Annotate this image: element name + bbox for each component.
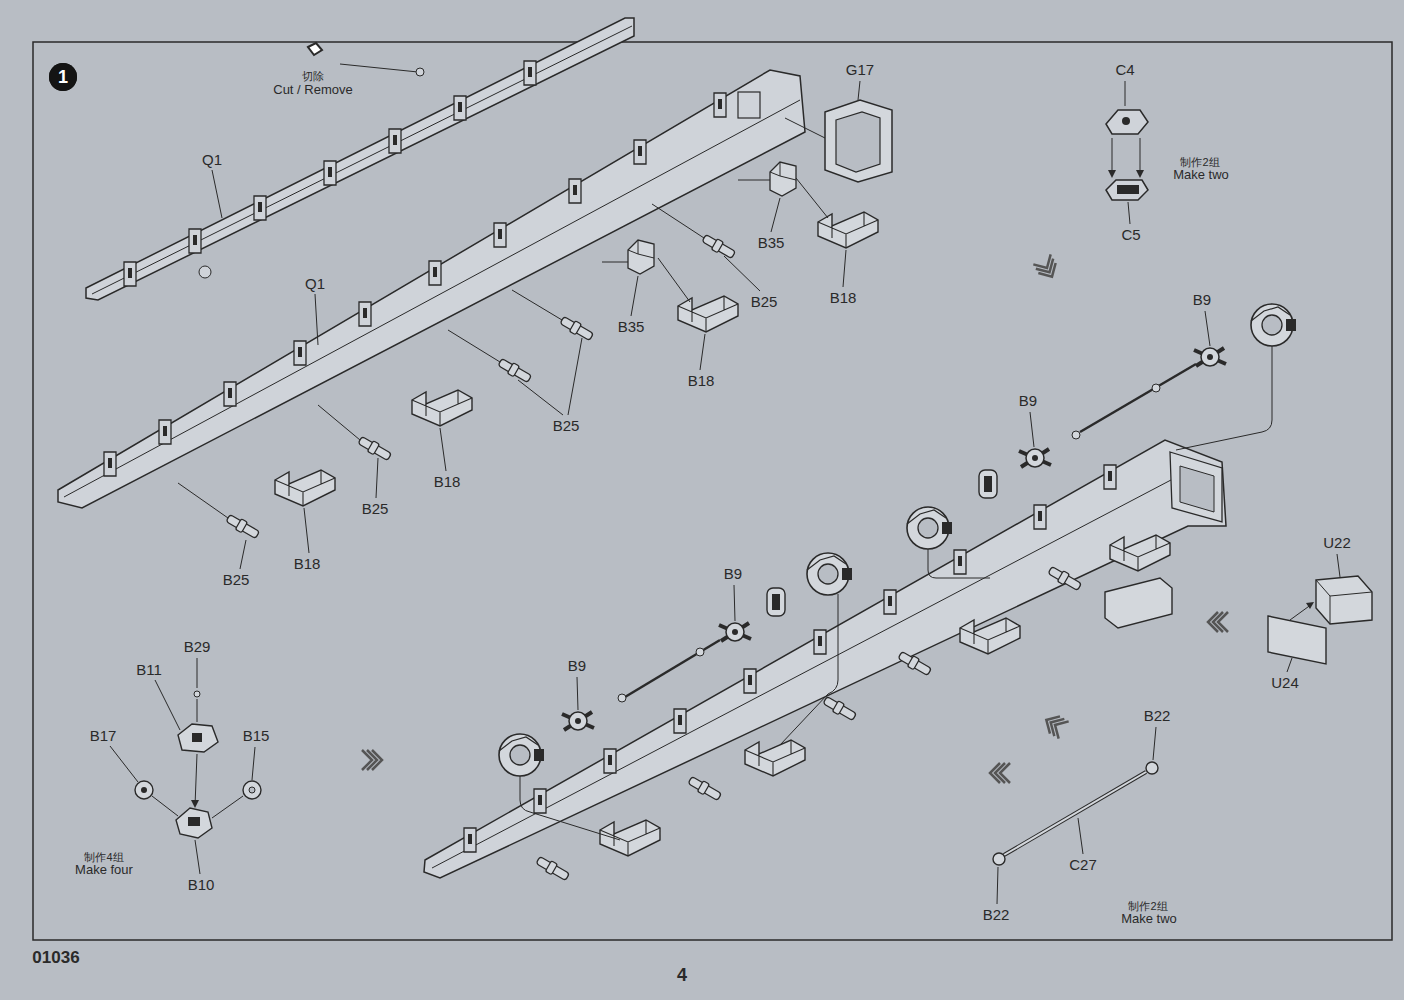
part-number: B9 (724, 566, 742, 583)
assembly-note: Make two (1173, 168, 1229, 182)
part-number: B25 (751, 294, 778, 311)
part-number: B29 (184, 639, 211, 656)
part-number: B25 (362, 501, 389, 518)
part-number: B18 (434, 474, 461, 491)
assembly-note: 制作4组 (84, 851, 123, 863)
part-number: B17 (90, 728, 117, 745)
part-number: Q1 (305, 276, 325, 293)
part-number: B11 (136, 662, 162, 679)
step-number: 1 (58, 67, 68, 88)
assembly-note: 制作2组 (1128, 900, 1167, 912)
part-number: U22 (1323, 535, 1351, 552)
part-number: G17 (846, 62, 874, 79)
assembly-note: 切除 (302, 70, 324, 82)
assembly-note: Make four (75, 863, 133, 877)
part-number: B35 (618, 319, 645, 336)
part-number: B25 (223, 572, 250, 589)
part-number: B9 (568, 658, 586, 675)
assembly-note: 制作2组 (1180, 156, 1219, 168)
part-number: B25 (553, 418, 580, 435)
part-number: C4 (1115, 62, 1134, 79)
page-number: 4 (677, 966, 687, 986)
part-number: B35 (758, 235, 785, 252)
part-number: B15 (243, 728, 270, 745)
part-number: B18 (830, 290, 857, 307)
part-number: C27 (1069, 857, 1097, 874)
part-number: B10 (188, 877, 215, 894)
assembly-note: Cut / Remove (273, 83, 352, 97)
part-number: Q1 (202, 152, 222, 169)
part-number: B9 (1019, 393, 1037, 410)
assembly-note: Make two (1121, 912, 1177, 926)
part-number: B18 (688, 373, 715, 390)
kit-number: 01036 (32, 949, 79, 968)
part-number: U24 (1271, 675, 1299, 692)
part-number: B18 (294, 556, 321, 573)
part-number: C5 (1121, 227, 1140, 244)
part-number: B22 (983, 907, 1010, 924)
step-badge: 1 (49, 63, 77, 91)
part-number: B9 (1193, 292, 1211, 309)
part-number: B22 (1144, 708, 1171, 725)
